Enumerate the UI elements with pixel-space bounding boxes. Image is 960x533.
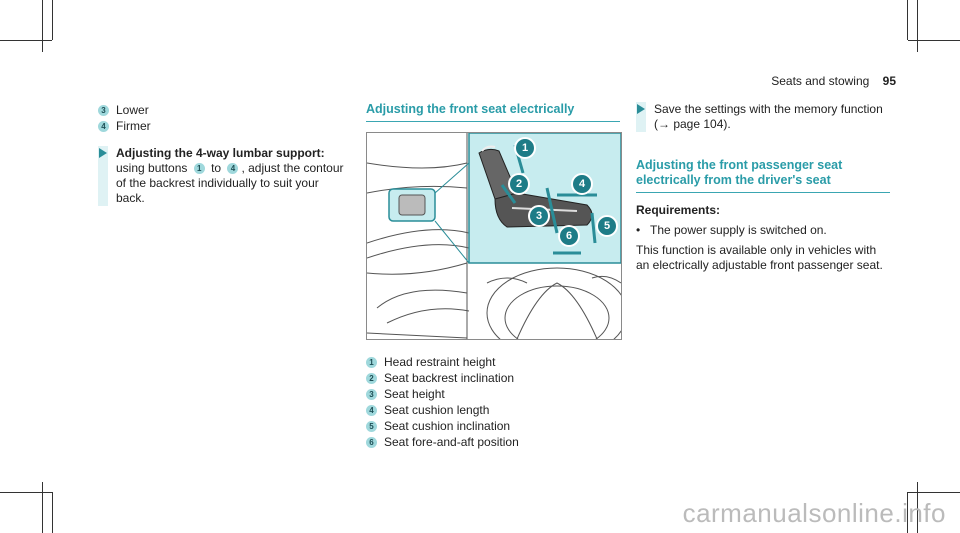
list-item: 6 Seat fore-and-aft position — [366, 434, 620, 450]
step-text: Save the settings with the memory functi… — [654, 102, 883, 131]
paragraph: This function is available only in vehic… — [636, 243, 883, 272]
figure-callout: 5 — [596, 215, 618, 237]
list-item: 4 Firmer — [98, 118, 348, 134]
step-text-part: to — [211, 161, 222, 175]
step-bar — [98, 146, 108, 206]
callout-badge: 3 — [366, 388, 377, 400]
step-title: Adjusting the 4-way lumbar support: — [116, 146, 325, 160]
list-item: 2 Seat backrest inclination — [366, 370, 620, 386]
crop-mark — [42, 0, 43, 52]
column-middle: Adjusting the front seat electrically — [366, 102, 622, 450]
caption-label: Seat cushion inclination — [384, 419, 511, 433]
column-right: Save the settings with the memory functi… — [636, 102, 890, 273]
list-item: 5 Seat cushion inclination — [366, 418, 620, 434]
callout-badge: 4 — [366, 404, 377, 416]
caption-label: Seat fore-and-aft position — [384, 435, 519, 449]
requirements-label: Requirements: — [636, 203, 721, 217]
crop-mark — [0, 492, 52, 493]
crop-mark — [52, 492, 53, 533]
figure-callout: 6 — [558, 225, 580, 247]
bullet-text: The power supply is switched on. — [650, 223, 827, 237]
crop-mark — [42, 482, 43, 533]
caption-label: Seat height — [384, 387, 445, 401]
crop-mark — [907, 492, 908, 533]
caption-label: Head restraint height — [384, 355, 496, 369]
step-arrow-icon — [637, 104, 645, 114]
figure-callout: 1 — [514, 137, 536, 159]
step-text-part: using buttons — [116, 161, 188, 175]
instruction-step: Save the settings with the memory functi… — [636, 102, 890, 132]
callout-badge: 4 — [227, 163, 239, 174]
list-item: 3 Seat height — [366, 386, 620, 402]
list-item: • The power supply is switched on. — [636, 223, 890, 237]
seat-adjustment-illustration: 1 2 3 4 5 6 — [366, 132, 622, 340]
list-item: 1 Head restraint height — [366, 354, 620, 370]
door-panel-drawing — [367, 133, 621, 339]
figure-captions: 1 Head restraint height 2 Seat backrest … — [366, 354, 620, 450]
figure-callout: 4 — [571, 173, 593, 195]
crop-mark — [52, 0, 53, 40]
list-item-label: Firmer — [116, 119, 151, 133]
crop-mark — [0, 40, 52, 41]
instruction-step: Adjusting the 4-way lumbar support: usin… — [98, 146, 348, 206]
figure-callout: 2 — [508, 173, 530, 195]
crop-mark — [917, 0, 918, 52]
caption-label: Seat cushion length — [384, 403, 490, 417]
step-bar — [636, 102, 646, 132]
crop-mark — [908, 40, 960, 41]
section-heading: Adjusting the front seat electrically — [366, 102, 620, 122]
crop-mark — [917, 482, 918, 533]
callout-badge: 2 — [366, 372, 377, 384]
step-arrow-icon — [99, 148, 107, 158]
watermark: carmanualsonline.info — [682, 498, 946, 528]
page-header: Seats and stowing 95 — [771, 74, 896, 88]
callout-badge: 4 — [98, 120, 109, 132]
crop-mark — [908, 492, 960, 493]
step-text: using buttons 1 to 4, adjust the contour… — [116, 161, 348, 206]
section-heading: Adjusting the front passenger seat elect… — [636, 158, 890, 193]
list-item: 3 Lower — [98, 102, 348, 118]
list-item: 4 Seat cushion length — [366, 402, 620, 418]
section-title: Seats and stowing — [771, 74, 870, 88]
bullet-icon: • — [636, 223, 641, 237]
list-item-label: Lower — [116, 103, 149, 117]
callout-badge: 5 — [366, 420, 377, 432]
caption-label: Seat backrest inclination — [384, 371, 515, 385]
column-left: 3 Lower 4 Firmer Adjusting the 4-way lum… — [98, 102, 348, 206]
callout-badge: 1 — [366, 356, 377, 368]
callout-badge: 1 — [193, 163, 205, 174]
step-text-part: , adjust the contour of the backrest ind… — [116, 161, 344, 205]
callout-badge: 6 — [366, 436, 377, 448]
page-number: 95 — [882, 74, 896, 88]
crop-mark — [907, 0, 908, 40]
figure-callout: 3 — [528, 205, 550, 227]
callout-badge: 3 — [98, 104, 109, 116]
